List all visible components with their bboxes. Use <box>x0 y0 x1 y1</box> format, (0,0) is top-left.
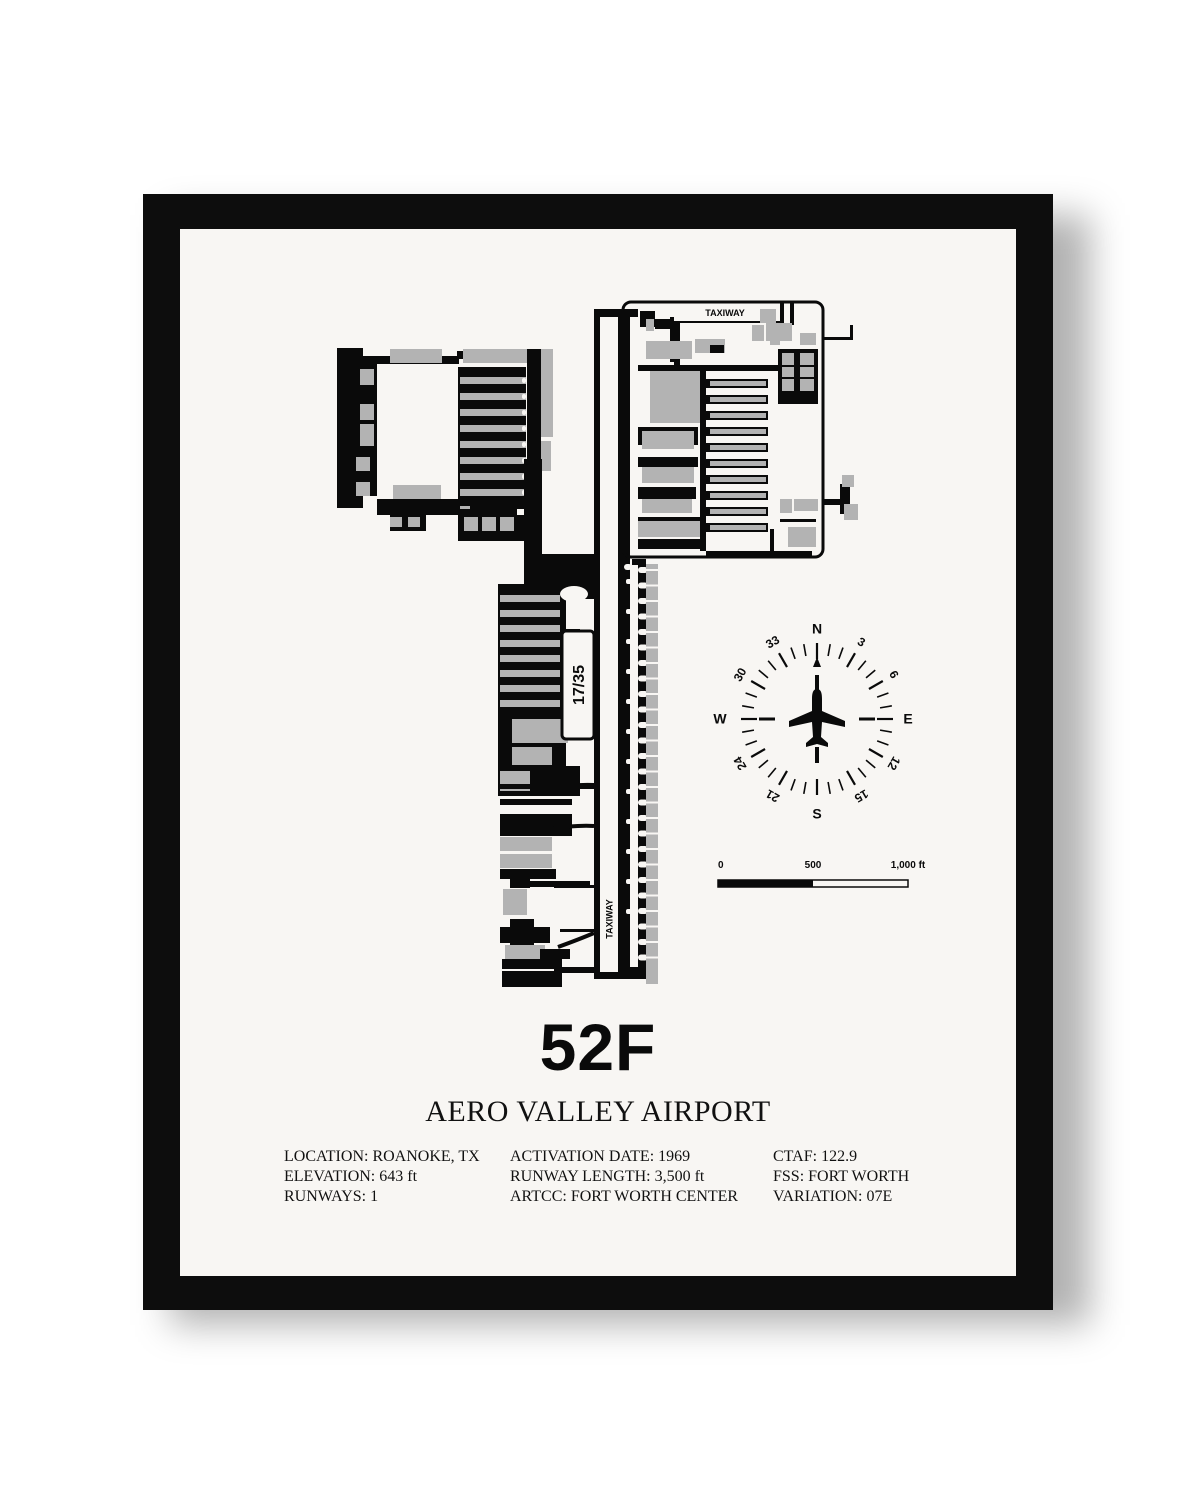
compass-tick <box>857 767 867 778</box>
compass-tick <box>742 705 755 709</box>
info-artcc: ARTCC: FORT WORTH CENTER <box>510 1188 739 1205</box>
runway-label: 17/35 <box>571 665 588 705</box>
compass-tick <box>865 759 876 769</box>
compass-tick <box>857 660 867 671</box>
compass-tick <box>876 692 889 698</box>
info-column-2: ACTIVATION DATE: 1969 RUNWAY LENGTH: 3,5… <box>510 1147 738 1207</box>
compass-tick <box>745 740 758 746</box>
compass-tick <box>778 652 788 668</box>
compass-east: E <box>903 711 912 727</box>
compass-tick <box>879 705 892 709</box>
scale-bar: 0 500 1,000 ft <box>717 860 926 888</box>
compass-tick <box>868 748 884 758</box>
compass-tick <box>868 680 884 690</box>
compass-tick <box>803 781 807 794</box>
compass-tick <box>790 778 796 791</box>
compass-tick <box>846 652 856 668</box>
south-west-apron <box>500 771 620 987</box>
north-pointer <box>813 657 821 667</box>
compass-heading-12: 12 <box>884 754 903 773</box>
compass-tick <box>879 729 892 733</box>
compass-heading-30: 30 <box>731 665 750 684</box>
info-column-3: CTAF: 122.9 FSS: FORT WORTH VARIATION: 0… <box>773 1147 909 1207</box>
compass-tick <box>838 647 844 660</box>
compass-tick <box>758 759 769 769</box>
taxiway-label-top: TAXIWAY <box>705 308 745 318</box>
compass-tick <box>742 729 755 733</box>
compass-tick <box>827 644 831 657</box>
compass-heading-33: 33 <box>763 633 782 652</box>
info-activation-date: ACTIVATION DATE: 1969 <box>510 1148 691 1165</box>
compass-headings: 3 6 12 15 21 24 30 33 <box>731 633 904 806</box>
airplane-icon <box>789 689 845 747</box>
compass-tick <box>803 644 807 657</box>
scale-label-1000: 1,000 ft <box>891 860 926 871</box>
info-fss: FSS: FORT WORTH <box>773 1168 910 1185</box>
ne-hangar-rows <box>706 379 812 556</box>
compass-tick <box>767 767 777 778</box>
north-east-apron: TAXIWAY <box>621 300 858 559</box>
compass-heading-24: 24 <box>731 754 750 773</box>
info-runways: RUNWAYS: 1 <box>284 1188 379 1205</box>
compass-heading-21: 21 <box>763 786 782 805</box>
compass-ticks <box>741 643 893 795</box>
info-runway-length: RUNWAY LENGTH: 3,500 ft <box>510 1168 705 1185</box>
info-ctaf: CTAF: 122.9 <box>773 1148 858 1165</box>
compass-tick <box>750 748 766 758</box>
central-hangar-rows <box>500 595 560 707</box>
south-connectors <box>549 782 595 949</box>
info-elevation: ELEVATION: 643 ft <box>284 1168 418 1185</box>
airport-code: 52F <box>539 1010 657 1084</box>
t-hangar-strip <box>624 559 658 984</box>
compass-south: S <box>812 806 821 822</box>
info-variation: VARIATION: 07E <box>773 1188 893 1205</box>
airport-name: AERO VALLEY AIRPORT <box>425 1095 771 1128</box>
airport-diagram: 17/35 TAXIWAY TAXIWAY <box>337 300 926 987</box>
compass-tick <box>767 660 777 671</box>
scale-label-0: 0 <box>718 860 724 871</box>
compass-tick <box>846 770 856 786</box>
scale-label-500: 500 <box>805 860 822 871</box>
info-column-1: LOCATION: ROANOKE, TX ELEVATION: 643 ft … <box>284 1147 480 1207</box>
compass-heading-3: 3 <box>855 634 868 650</box>
compass-heading-6: 6 <box>886 668 902 681</box>
runway-17-35: 17/35 TAXIWAY <box>560 309 624 979</box>
compass-north: N <box>812 621 822 637</box>
compass-tick <box>790 647 796 660</box>
taxiway-label-vertical: TAXIWAY <box>604 899 614 939</box>
compass-tick <box>876 740 889 746</box>
compass-tick <box>750 680 766 690</box>
compass-tick <box>778 770 788 786</box>
info-location: LOCATION: ROANOKE, TX <box>284 1148 480 1165</box>
west-hangar-rows <box>460 377 526 514</box>
compass-tick <box>865 669 876 679</box>
compass-tick <box>745 692 758 698</box>
compass-tick <box>838 778 844 791</box>
compass-west: W <box>713 711 727 727</box>
compass-tick <box>827 781 831 794</box>
compass-rose: N E S W 3 6 12 15 21 24 30 33 <box>713 621 912 822</box>
compass-heading-15: 15 <box>852 787 871 806</box>
poster-mat: 17/35 TAXIWAY TAXIWAY <box>180 229 1016 1276</box>
compass-tick <box>758 669 769 679</box>
